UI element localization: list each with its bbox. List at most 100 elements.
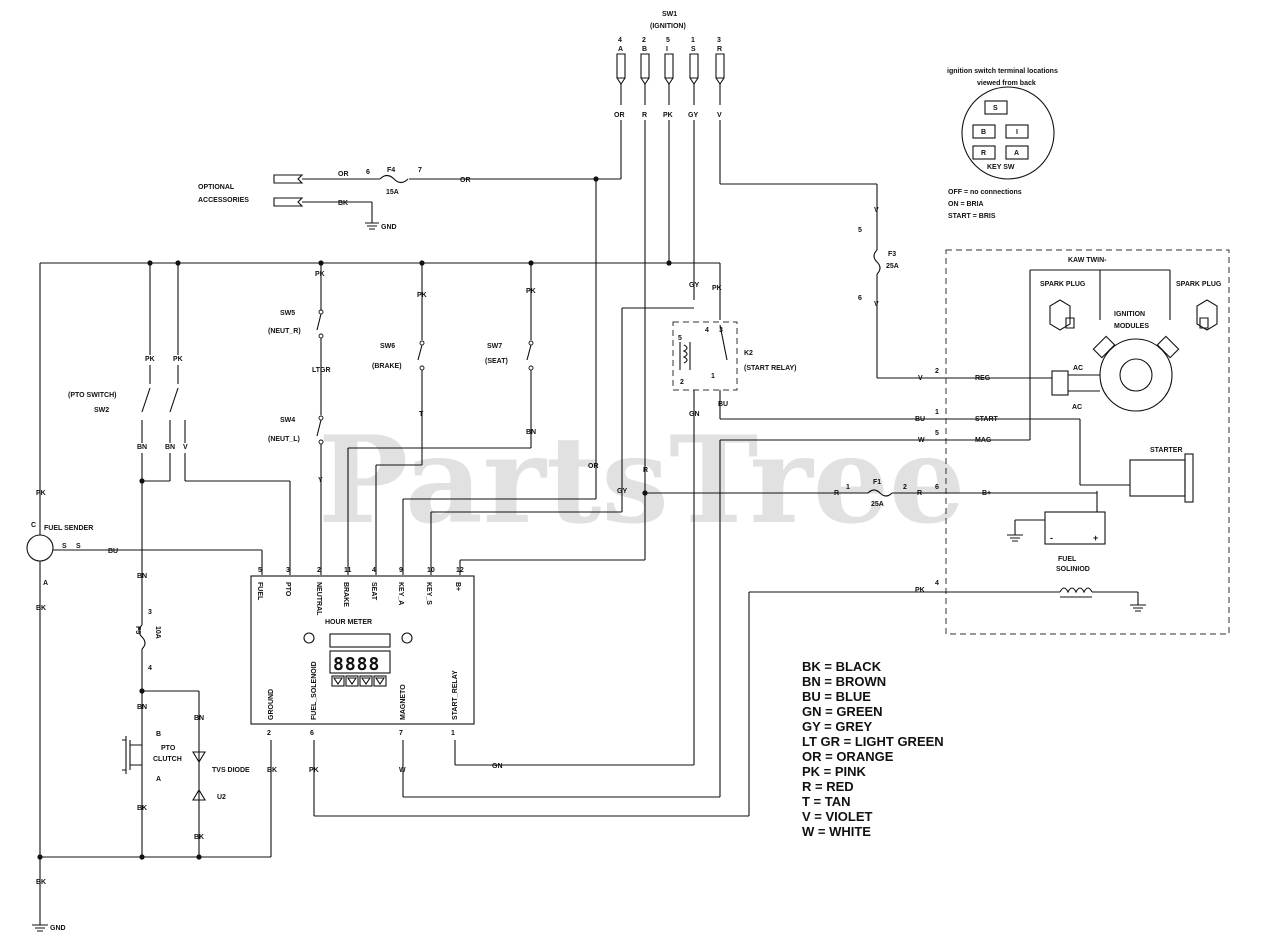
legend-entry: W = WHITE xyxy=(802,824,871,839)
sw7-desc: (SEAT) xyxy=(485,358,508,365)
sw1-wire-gy-label: GY xyxy=(688,112,698,119)
u2-label: U2 xyxy=(217,794,226,801)
k2-wire-pk: PK xyxy=(712,285,722,292)
accessory-connector-or xyxy=(273,174,304,184)
legend-entry: GY = GREY xyxy=(802,719,873,734)
tvs-diode-icon-1 xyxy=(192,751,206,764)
hour-meter-top-pins: 5FUEL3PTO2NEUTRAL11BRAKE4SEAT9KEY_A10KEY… xyxy=(256,567,464,616)
f5-pin-4: 4 xyxy=(148,665,152,672)
junction-dot xyxy=(139,688,145,694)
bplus-label: B+ xyxy=(982,490,991,497)
hour-meter-top-pin-number: 2 xyxy=(317,567,321,574)
hour-meter-bottom-pin-number: 7 xyxy=(399,730,403,737)
f1-wire-right: R xyxy=(917,490,922,497)
spark-plug-right-label: SPARK PLUG xyxy=(1176,281,1222,288)
f3-name: F3 xyxy=(888,251,896,258)
ac-bottom: AC xyxy=(1072,404,1082,411)
key-terminal-a-label: A xyxy=(1014,150,1019,157)
f3-pin-top: 5 xyxy=(858,227,862,234)
sw1-pin-letter: S xyxy=(691,46,696,53)
f1-pin-1: 1 xyxy=(846,484,850,491)
reg-wire: V xyxy=(918,375,923,382)
sw7-name: SW7 xyxy=(487,343,502,350)
fuel-sender-icon xyxy=(26,534,54,562)
k2-wire-bu: BU xyxy=(718,401,728,408)
sw2-blade-2 xyxy=(169,387,179,413)
wire-label-pk-hm: PK xyxy=(309,767,319,774)
legend-entry: BU = BLUE xyxy=(802,689,871,704)
key-terminal-b-label: B xyxy=(981,129,986,136)
legend-entry: V = VIOLET xyxy=(802,809,872,824)
junction-dot xyxy=(139,478,145,484)
hour-meter-mount-right xyxy=(401,632,413,644)
key-terminal-r xyxy=(972,145,996,160)
key-terminal-a xyxy=(1005,145,1029,160)
k2-pin-5: 5 xyxy=(678,335,682,342)
key-terminal-r-label: R xyxy=(981,150,986,157)
hour-meter-digits: 8888 xyxy=(333,654,380,675)
ac-top: AC xyxy=(1073,365,1083,372)
k2-pin-2: 2 xyxy=(680,379,684,386)
hour-meter-title: HOUR METER xyxy=(325,619,372,626)
wire-label-bn-pto: BN xyxy=(137,573,147,580)
k2-wire-gn: GN xyxy=(689,411,700,418)
modules-label-2: MODULES xyxy=(1114,323,1149,330)
fuel-solenoid-label-2: SOLINIOD xyxy=(1056,566,1090,573)
f4-label: F4 xyxy=(387,167,395,174)
sw1-wire-r-label: R xyxy=(642,112,647,119)
wire-label-pk-sw2-1: PK xyxy=(145,356,155,363)
sw1-pin-letter: A xyxy=(618,46,623,53)
regulator-icon xyxy=(1051,370,1069,396)
down-arrow-icon xyxy=(332,677,344,685)
fuel-solenoid-label-1: FUEL xyxy=(1058,556,1077,563)
pto-clutch-leads xyxy=(130,744,142,766)
key-terminal-b xyxy=(972,124,996,139)
wire-label-bk-clutch: BK xyxy=(137,805,147,812)
sw1-subtitle: (IGNITION) xyxy=(650,23,686,30)
hour-meter-display xyxy=(329,650,391,674)
sw1-wire-or-label: OR xyxy=(614,112,625,119)
hour-meter-top-pin-name: B+ xyxy=(454,582,461,591)
wire-label-gn-hm: GN xyxy=(492,763,503,770)
hour-meter-bottom-pin-number: 6 xyxy=(310,730,314,737)
key-terminal-i-label: I xyxy=(1016,129,1018,136)
accessory-connector-bk xyxy=(273,197,304,207)
f4-pin-7: 7 xyxy=(418,167,422,174)
wire-label-bk-tvs: BK xyxy=(194,834,204,841)
wire-label-pk-sw6: PK xyxy=(417,292,427,299)
sw7-contact-top xyxy=(528,340,534,346)
sw1-pin-terminal xyxy=(640,53,650,85)
sw2-blade-1 xyxy=(141,387,151,413)
wire-label-bk-bottom: BK xyxy=(36,879,46,886)
f5-name: F5 xyxy=(134,626,141,634)
down-arrow-icon xyxy=(360,677,372,685)
hour-meter-top-pin-number: 9 xyxy=(399,567,403,574)
mag-label: MAG xyxy=(975,437,992,444)
sw5-contact-bottom xyxy=(318,333,324,339)
sw1-pin-letter: I xyxy=(666,46,668,53)
starter-icon xyxy=(1129,459,1186,497)
hour-meter-bottom-pins: 2GROUND6FUEL_SOLENOID7MAGNETO1START_RELA… xyxy=(267,661,459,737)
hour-meter-bottom-pin-number: 2 xyxy=(267,730,271,737)
legend-entry: BN = BROWN xyxy=(802,674,886,689)
wire-label-w-hm: W xyxy=(399,767,406,774)
wire-label-pk-left: PK xyxy=(36,490,46,497)
sw1-pin-letter: R xyxy=(717,46,722,53)
hour-meter-top-pin-name: KEY_S xyxy=(425,582,432,605)
hour-meter-top-pin-name: SEAT xyxy=(370,582,377,601)
f3-pin-bottom: 6 xyxy=(858,295,862,302)
hour-meter-btn-4 xyxy=(373,675,387,687)
hour-meter-window xyxy=(329,633,391,648)
accessory-gnd-label: GND xyxy=(381,224,397,231)
wire-label-gy-key-s: GY xyxy=(617,488,627,495)
wire-label-bk-main: BK xyxy=(36,605,46,612)
sw5-blade xyxy=(316,313,322,331)
tvs-label: TVS DIODE xyxy=(212,767,250,774)
junction-dot xyxy=(318,260,324,266)
hour-meter-bottom-pin-name: MAGNETO xyxy=(400,684,407,720)
key-state-off: OFF = no connections xyxy=(948,189,1022,196)
sw1-pin-terminal xyxy=(664,53,674,85)
legend-entry: R = RED xyxy=(802,779,854,794)
fuel-sol-wire: PK xyxy=(915,587,925,594)
